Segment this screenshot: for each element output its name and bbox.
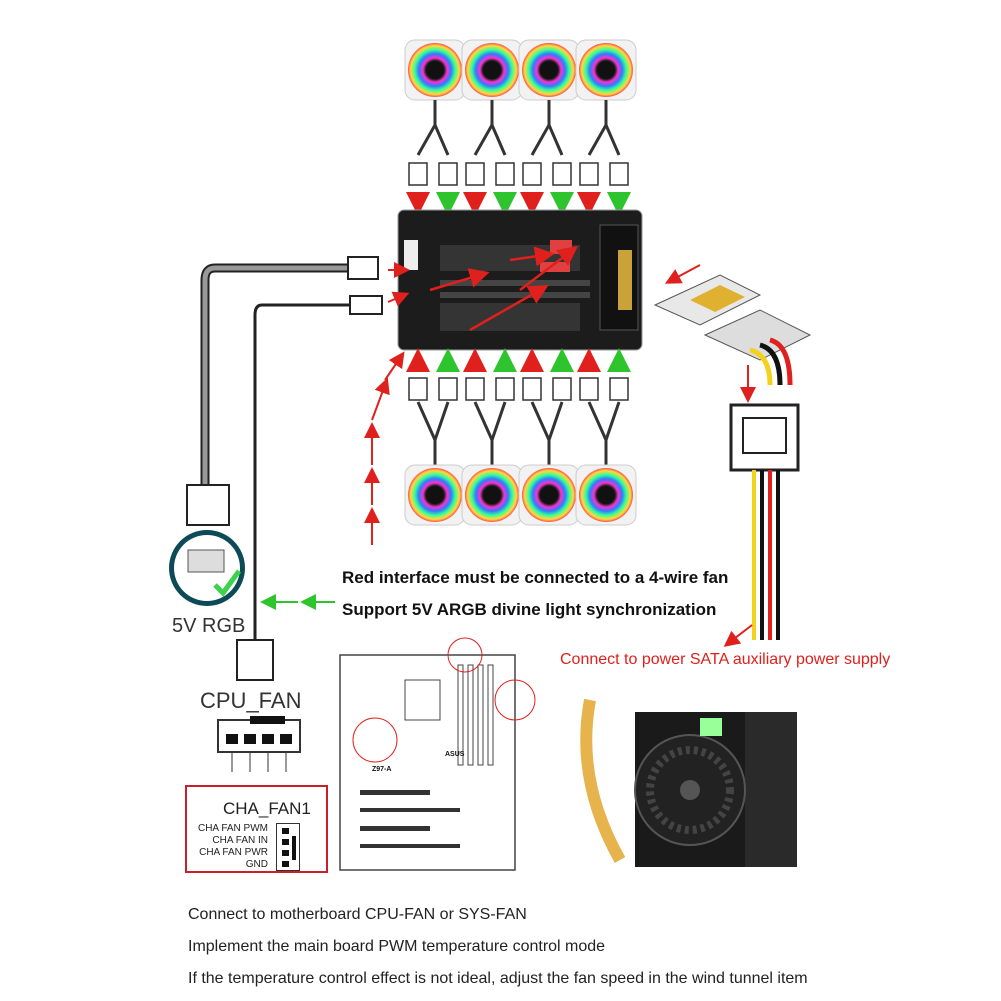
annotation-4-wire: Red interface must be connected to a 4-w… xyxy=(342,568,729,587)
top-fan-row xyxy=(404,39,637,101)
annotation-argb-sync: Support 5V ARGB divine light synchroniza… xyxy=(342,600,717,619)
badge-voltage: 5v xyxy=(193,580,212,599)
pin-label: GND xyxy=(245,859,268,870)
cpu-fan-label: CPU_FAN xyxy=(200,688,302,713)
motherboard xyxy=(339,637,536,871)
top-fan-connectors xyxy=(408,162,629,186)
motherboard-brand: ASUS xyxy=(445,751,465,758)
5v-badge-icon xyxy=(169,530,245,606)
motherboard-model: Z97-A xyxy=(372,766,392,773)
cha-fan1-callout: CHA_FAN1 CHA FAN PWM CHA FAN IN CHA FAN … xyxy=(185,785,328,873)
annotation-sata: Connect to power SATA auxiliary power su… xyxy=(560,651,891,668)
top-arrows xyxy=(406,192,631,216)
rgb-fan xyxy=(575,39,637,101)
power-supply xyxy=(580,698,797,867)
footer-line-2: Implement the main board PWM temperature… xyxy=(188,938,606,955)
footer-line-3: If the temperature control effect is not… xyxy=(188,970,808,987)
sata-adapter xyxy=(653,274,812,640)
footer-line-1: Connect to motherboard CPU-FAN or SYS-FA… xyxy=(188,906,527,923)
rgb-fan xyxy=(404,464,466,526)
bottom-fan-connectors xyxy=(408,377,629,401)
pin-label: CHA FAN PWM xyxy=(197,823,268,834)
argb-cable xyxy=(186,256,379,526)
bottom-arrows xyxy=(406,348,631,372)
rgb-fan xyxy=(404,39,466,101)
fan-hub xyxy=(397,209,643,351)
cha-fan1-title: CHA_FAN1 xyxy=(223,799,311,818)
cpu-fan-header-icon xyxy=(217,716,301,772)
badge-label: 5V RGB xyxy=(172,615,246,637)
pwm-cable xyxy=(236,295,383,681)
rgb-fan xyxy=(518,464,580,526)
rgb-fan xyxy=(461,464,523,526)
rgb-fan xyxy=(518,39,580,101)
bottom-fan-row xyxy=(404,464,637,526)
rgb-fan xyxy=(575,464,637,526)
signal-arrows xyxy=(364,351,405,545)
bottom-fan-cables xyxy=(416,401,621,465)
cha-fan-header-icon xyxy=(276,823,300,871)
pin-label: CHA FAN PWR xyxy=(199,847,268,858)
rgb-fan xyxy=(461,39,523,101)
top-fan-cables xyxy=(416,100,621,156)
pin-label: CHA FAN IN xyxy=(212,835,268,846)
